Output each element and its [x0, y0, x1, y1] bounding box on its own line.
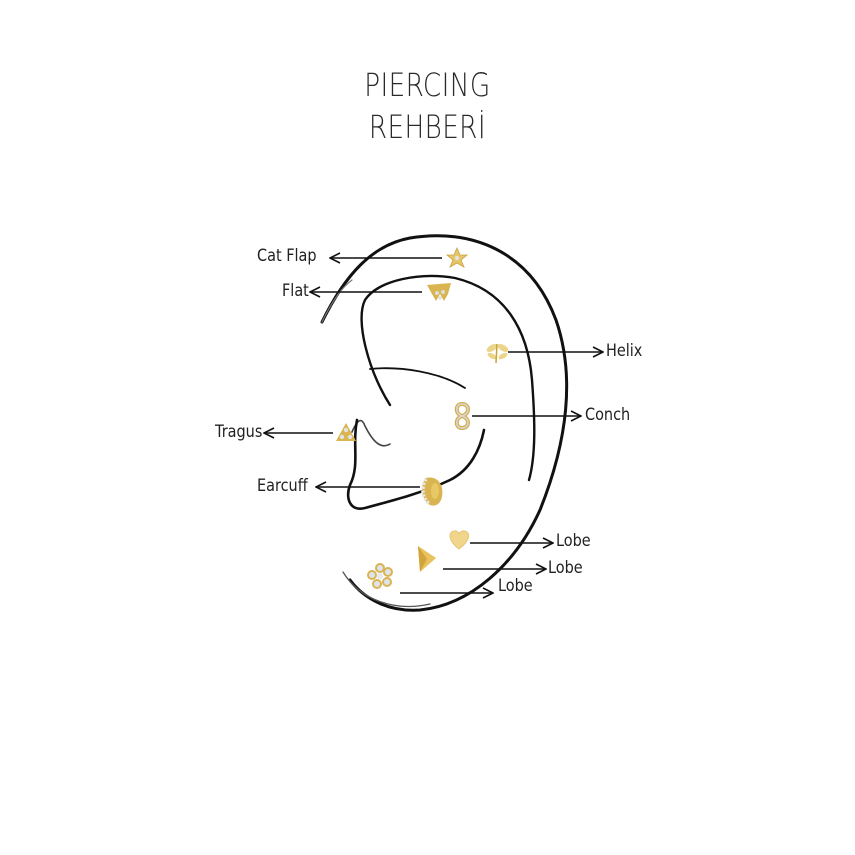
- pyramid-stud-icon: [418, 546, 436, 572]
- star-stud-icon: [445, 246, 469, 268]
- triangle-pave-stud-icon: [336, 423, 356, 441]
- label-tragus: Tragus: [215, 422, 263, 442]
- arrows: [264, 258, 603, 593]
- dragonfly-stud-icon: [486, 343, 509, 364]
- label-flat: Flat: [282, 281, 309, 301]
- page-title-line-1: PIERCING: [364, 66, 491, 104]
- label-earcuff: Earcuff: [257, 476, 308, 496]
- flower-crystal-stud-icon: [367, 563, 393, 589]
- label-lobe-2: Lobe: [548, 558, 583, 578]
- heart-stud-icon: [449, 530, 470, 550]
- label-conch: Conch: [585, 405, 631, 425]
- tragus-curve: [351, 419, 391, 447]
- outer-helix-curve: [320, 234, 569, 612]
- antihelix-curve: [360, 274, 536, 482]
- label-lobe-1: Lobe: [556, 531, 591, 551]
- label-helix: Helix: [606, 341, 643, 361]
- infinity-stud-icon: [454, 401, 470, 431]
- antihelix-crus: [369, 367, 466, 389]
- pave-huggie-cuff-icon: [421, 477, 443, 506]
- label-lobe-3: Lobe: [498, 576, 533, 596]
- lobe-curve: [342, 571, 431, 608]
- label-cat-flap: Cat Flap: [257, 246, 317, 266]
- crown-stud-icon: [427, 283, 451, 301]
- page-title-line-2: REHBERİ: [368, 108, 486, 146]
- antitragus-loop: [346, 418, 486, 510]
- ear-outline: [320, 234, 569, 612]
